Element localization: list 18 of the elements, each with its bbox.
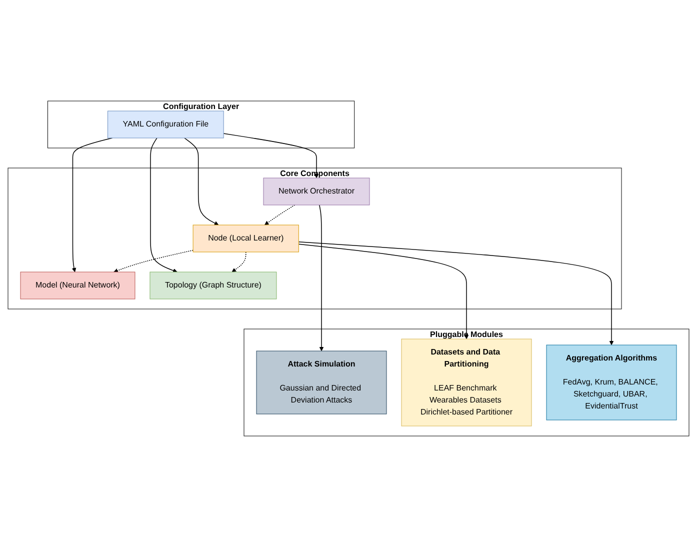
- node-box: Attack Simulation Gaussian and Directed Deviation Attacks: [256, 350, 387, 414]
- node-box: YAML Configuration File: [108, 110, 224, 138]
- arrow: [298, 242, 614, 346]
- arrow: [223, 133, 319, 178]
- arrow: [114, 250, 194, 273]
- arrow: [264, 204, 296, 226]
- node-box: Datasets and Data Partitioning LEAF Benchmark Wearables Datasets Dirichlet-based Partitioner: [401, 338, 532, 426]
- arrow: [298, 244, 469, 340]
- arrow: [232, 252, 246, 272]
- node-box: Network Orchestrator: [263, 178, 370, 206]
- arrow: [150, 138, 178, 273]
- node-box: Aggregation Algorithms FedAvg, Krum, BALANCE, Sketchguard, UBAR, EvidentialTrust: [546, 344, 677, 420]
- arrow: [184, 138, 219, 226]
- node-box: Model (Neural Network): [20, 272, 136, 300]
- node-box: Topology (Graph Structure): [150, 272, 277, 300]
- arrow: [72, 138, 113, 272]
- arrow: [319, 204, 324, 352]
- node-box: Node (Local Learner): [192, 224, 299, 252]
